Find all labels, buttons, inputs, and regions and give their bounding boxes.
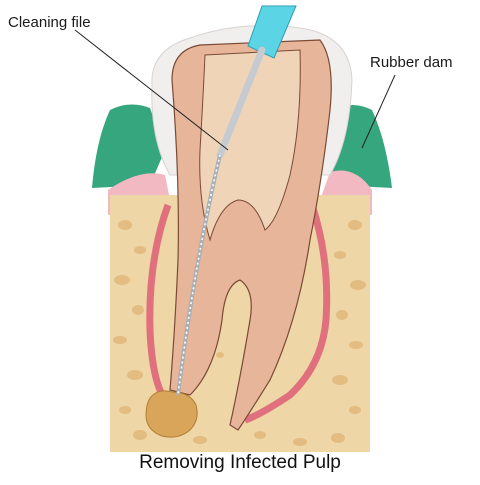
cleaning-file-instrument: [176, 5, 297, 396]
root-socket-outline: [146, 203, 331, 424]
cleaning-file-leader: [74, 29, 229, 151]
cleaning-file-label: Cleaning file: [8, 14, 91, 31]
infected-pulp: [145, 390, 198, 438]
bone-pores: [113, 220, 366, 446]
rubber-dam-leader: [361, 74, 396, 149]
figure-caption: Removing Infected Pulp: [139, 452, 341, 473]
rubber-dam: [92, 104, 165, 188]
rubber-dam-label: Rubber dam: [370, 54, 453, 71]
pulp-chamber: [199, 49, 301, 242]
